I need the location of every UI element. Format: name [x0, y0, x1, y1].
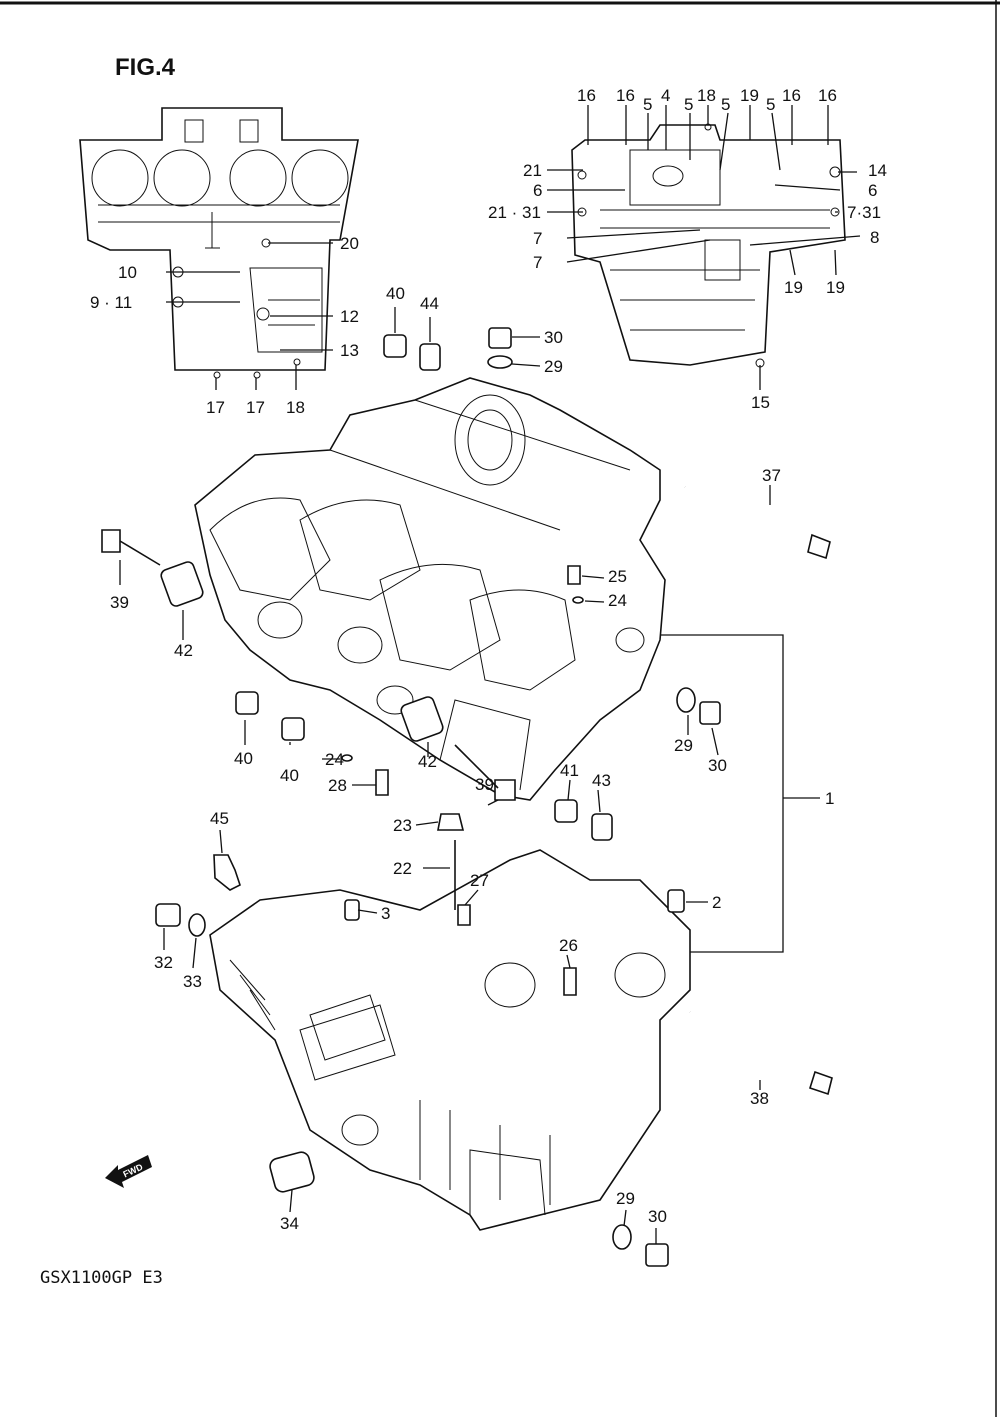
callout-5-b: 5: [684, 95, 693, 114]
upper-crankcase-top-view: [79, 107, 359, 379]
callout-18-a: 18: [697, 86, 716, 105]
callout-25: 25: [608, 567, 627, 586]
callout-16-b: 16: [616, 86, 635, 105]
callout-26: 26: [559, 936, 578, 955]
lower-crankcase-half: [209, 849, 691, 1231]
callout-12: 12: [340, 307, 359, 326]
callout-27: 27: [470, 871, 489, 890]
callout-44: 44: [420, 294, 439, 313]
callout-10: 10: [118, 263, 137, 282]
callout-19-a: 19: [740, 86, 759, 105]
upper-crankcase-half: [194, 377, 666, 801]
callout-23: 23: [393, 816, 412, 835]
assembly-bracket: [660, 634, 820, 953]
callout-18-b: 18: [286, 398, 305, 417]
callout-17-a: 17: [206, 398, 225, 417]
callout-42-a: 42: [174, 641, 193, 660]
callout-8: 8: [870, 228, 879, 247]
callout-15: 15: [751, 393, 770, 412]
callout-labels: 16 16 5 4 18 5 5 19 5 16 16 21 14 6 6 21…: [90, 86, 887, 1233]
callout-1: 1: [825, 789, 834, 808]
callout-29-b: 29: [674, 736, 693, 755]
callout-21: 21: [523, 161, 542, 180]
model-code: GSX1100GP E3: [40, 1268, 163, 1288]
callout-30-a: 30: [544, 328, 563, 347]
callout-6-a: 6: [533, 181, 542, 200]
callout-45: 45: [210, 809, 229, 828]
callout-13: 13: [340, 341, 359, 360]
callout-16-c: 16: [782, 86, 801, 105]
callout-32: 32: [154, 953, 173, 972]
callout-24-a: 24: [608, 591, 627, 610]
callout-7-b: 7: [533, 253, 542, 272]
callout-21-31: 21 · 31: [488, 203, 541, 222]
callout-40-a: 40: [386, 284, 405, 303]
callout-14: 14: [868, 161, 887, 180]
forward-direction-arrow: FWD: [105, 1155, 152, 1188]
callout-30-b: 30: [708, 756, 727, 775]
callout-17-b: 17: [246, 398, 265, 417]
lower-crankcase-bottom-view: [571, 123, 846, 368]
callout-24-b: 24: [325, 750, 344, 769]
callout-37: 37: [762, 466, 781, 485]
callout-5-a: 5: [643, 95, 652, 114]
callout-39-b: 39: [475, 775, 494, 794]
callout-28: 28: [328, 776, 347, 795]
callout-16-a: 16: [577, 86, 596, 105]
callout-4: 4: [661, 86, 670, 105]
callout-40-b: 40: [234, 749, 253, 768]
callout-20: 20: [340, 234, 359, 253]
callout-39-a: 39: [110, 593, 129, 612]
callout-38: 38: [750, 1089, 769, 1108]
callout-29-a: 29: [544, 357, 563, 376]
callout-16-d: 16: [818, 86, 837, 105]
leader-lines: [119, 105, 861, 1244]
callout-43: 43: [592, 771, 611, 790]
callout-2: 2: [712, 893, 721, 912]
callout-41: 41: [560, 761, 579, 780]
callout-29-c: 29: [616, 1189, 635, 1208]
callout-3: 3: [381, 904, 390, 923]
callout-7-31: 7·31: [847, 203, 881, 222]
callout-40-c: 40: [280, 766, 299, 785]
callout-34: 34: [280, 1214, 299, 1233]
figure-title: FIG.4: [115, 54, 176, 81]
callout-5-c: 5: [721, 95, 730, 114]
callout-19-c: 19: [826, 278, 845, 297]
callout-6-b: 6: [868, 181, 877, 200]
callout-42-b: 42: [418, 752, 437, 771]
callout-9-11: 9 · 11: [90, 293, 132, 312]
callout-5-d: 5: [766, 95, 775, 114]
fasteners: [101, 327, 833, 1267]
callout-30-c: 30: [648, 1207, 667, 1226]
callout-22: 22: [393, 859, 412, 878]
callout-33: 33: [183, 972, 202, 991]
callout-19-b: 19: [784, 278, 803, 297]
callout-7-a: 7: [533, 229, 542, 248]
